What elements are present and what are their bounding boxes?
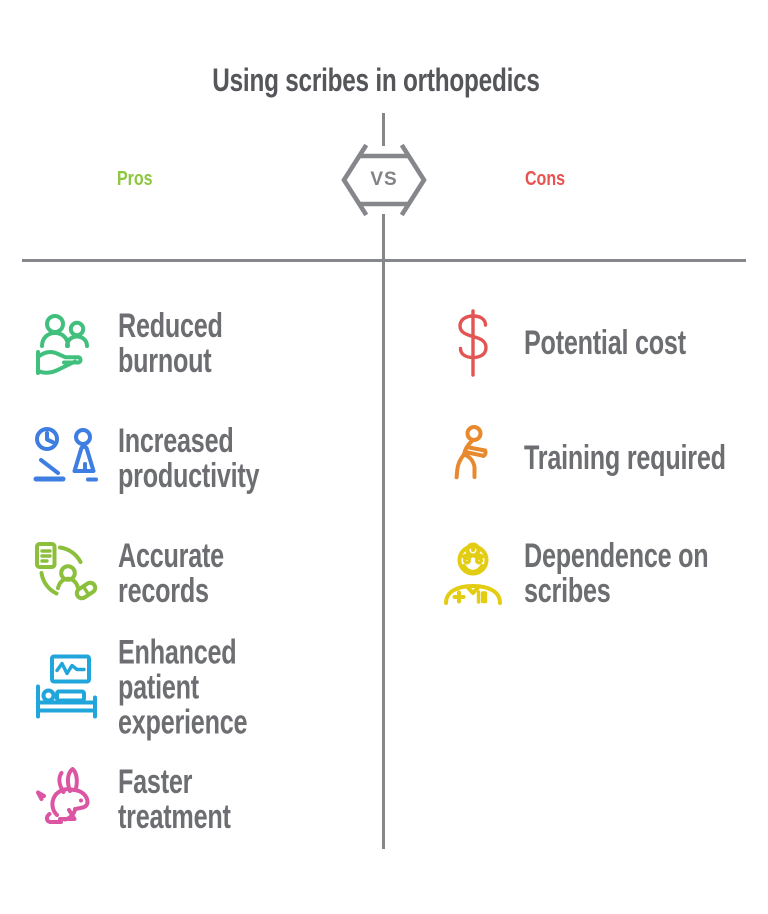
vs-badge-icon — [341, 144, 427, 216]
pros-item-label: Accurate records — [118, 537, 224, 610]
cons-item-training-required: Training required — [438, 423, 768, 493]
vs-label: VS — [370, 169, 398, 190]
pros-item-faster-treatment: Faster treatment — [32, 765, 360, 835]
center-divider-top — [382, 113, 385, 146]
vs-badge: VS — [340, 144, 428, 216]
training-icon — [438, 423, 508, 493]
center-divider-bottom — [382, 214, 385, 849]
cons-column-label: Cons — [525, 168, 565, 190]
pros-item-label: Increased productivity — [118, 422, 260, 495]
medical-records-icon — [32, 539, 102, 609]
patient-bed-icon — [32, 653, 102, 723]
pros-item-label: Faster treatment — [118, 763, 231, 836]
cons-item-potential-cost: Potential cost — [438, 308, 768, 378]
cons-item-dependence-on-scribes: Dependence on scribes — [438, 539, 768, 609]
pros-item-reduced-burnout: Reduced burnout — [32, 309, 360, 379]
pros-item-label: Enhanced patient experience — [118, 633, 248, 742]
care-hand-icon — [32, 309, 102, 379]
cons-item-label: Dependence on scribes — [524, 537, 709, 610]
dollar-icon — [438, 308, 508, 378]
pros-column-label: Pros — [117, 168, 153, 190]
desk-clock-icon — [32, 424, 102, 494]
pros-item-accurate-records: Accurate records — [32, 539, 360, 609]
horizontal-divider — [22, 259, 746, 262]
page-title: Using scribes in orthopedics — [212, 62, 540, 98]
cons-item-label: Potential cost — [524, 323, 686, 362]
cons-item-label: Training required — [524, 438, 726, 477]
rabbit-icon — [32, 765, 102, 835]
pros-item-label: Reduced burnout — [118, 307, 223, 380]
pros-item-enhanced-patient-experience: Enhanced patient experience — [32, 633, 360, 742]
doctor-icon — [438, 539, 508, 609]
pros-item-increased-productivity: Increased productivity — [32, 424, 360, 494]
